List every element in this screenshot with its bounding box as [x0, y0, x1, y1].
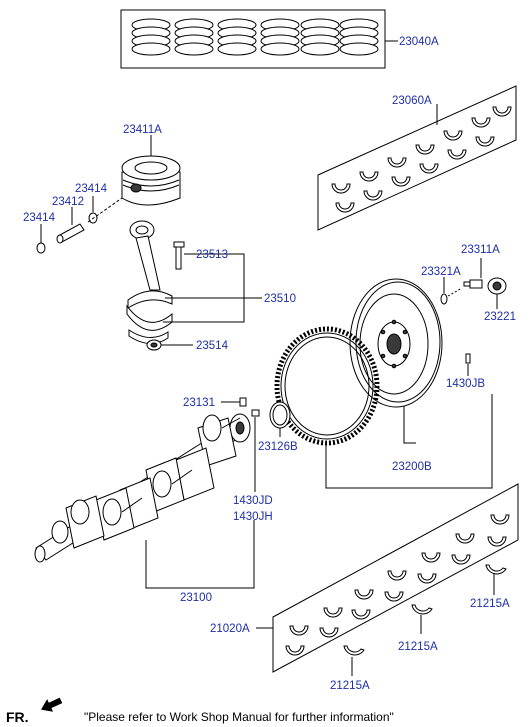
piston-ring-6 [339, 18, 379, 56]
label-23200B[interactable]: 23200B [392, 461, 432, 473]
label-23060A[interactable]: 23060A [392, 95, 432, 107]
pilot-bearing[interactable] [487, 277, 507, 295]
label-21215A-2[interactable]: 21215A [398, 641, 438, 653]
flywheel[interactable] [349, 278, 443, 408]
label-1430JH[interactable]: 1430JH [233, 511, 273, 523]
flywheel-plate[interactable] [440, 287, 463, 305]
label-23126B[interactable]: 23126B [258, 441, 298, 453]
piston-ring-1 [131, 18, 171, 56]
front-direction-arrow-icon [41, 697, 63, 712]
footer-note: "Please refer to Work Shop Manual for fu… [84, 710, 394, 724]
snap-ring-lower[interactable] [36, 242, 46, 254]
crank-dowel-pin[interactable] [251, 409, 260, 417]
label-23311A[interactable]: 23311A [461, 244, 500, 256]
label-23040A[interactable]: 23040A [399, 36, 439, 48]
piston-ring-set[interactable] [120, 9, 386, 69]
label-23514[interactable]: 23514 [196, 340, 229, 352]
label-1430JD[interactable]: 1430JD [233, 495, 273, 507]
piston[interactable] [121, 155, 181, 206]
rod-bearing-set-outline [317, 85, 517, 231]
main-bearing-shells-lower[interactable] [285, 536, 507, 656]
label-21020A[interactable]: 21020A [210, 623, 250, 635]
label-23414-lower[interactable]: 23414 [23, 212, 56, 224]
label-23412[interactable]: 23412 [52, 196, 84, 208]
label-23221[interactable]: 23221 [484, 311, 516, 323]
label-23414-upper[interactable]: 23414 [75, 183, 108, 195]
connecting-rod[interactable] [127, 220, 173, 309]
main-bearing-shells-upper[interactable] [289, 514, 510, 636]
main-bearing-set-outline [272, 483, 519, 673]
label-23513[interactable]: 23513 [196, 249, 228, 261]
piston-ring-5 [300, 18, 340, 56]
flywheel-dowel-pin[interactable] [465, 353, 471, 364]
label-1430JB[interactable]: 1430JB [446, 378, 485, 390]
piston-ring-3 [217, 18, 257, 56]
piston-ring-2 [174, 18, 214, 56]
piston-ring-4 [260, 18, 300, 56]
label-23321A[interactable]: 23321A [421, 266, 461, 278]
label-23510[interactable]: 23510 [264, 293, 296, 305]
piston-pin[interactable] [56, 223, 85, 244]
label-23131[interactable]: 23131 [183, 397, 215, 409]
rod-nut[interactable] [146, 339, 162, 351]
thrust-bearing-3[interactable] [343, 645, 365, 656]
rod-bearing-shells-lower[interactable] [335, 136, 495, 213]
label-21215A-1[interactable]: 21215A [470, 598, 510, 610]
rod-bolt[interactable] [173, 241, 185, 270]
label-23100[interactable]: 23100 [180, 592, 212, 604]
oil-seal[interactable] [269, 401, 291, 429]
rod-bearing-cap[interactable] [126, 304, 173, 344]
flywheel-bolt[interactable] [463, 279, 483, 289]
front-direction-label: FR. [6, 709, 29, 725]
thrust-bearing-2[interactable] [411, 604, 433, 615]
ring-gear[interactable] [274, 326, 380, 446]
label-21215A-3[interactable]: 21215A [330, 680, 370, 692]
label-23411A[interactable]: 23411A [123, 124, 162, 136]
thrust-bearing-1[interactable] [485, 564, 507, 575]
rod-bearing-shells-upper[interactable] [331, 106, 512, 194]
crankshaft[interactable] [34, 413, 251, 563]
crank-key[interactable] [239, 397, 247, 407]
